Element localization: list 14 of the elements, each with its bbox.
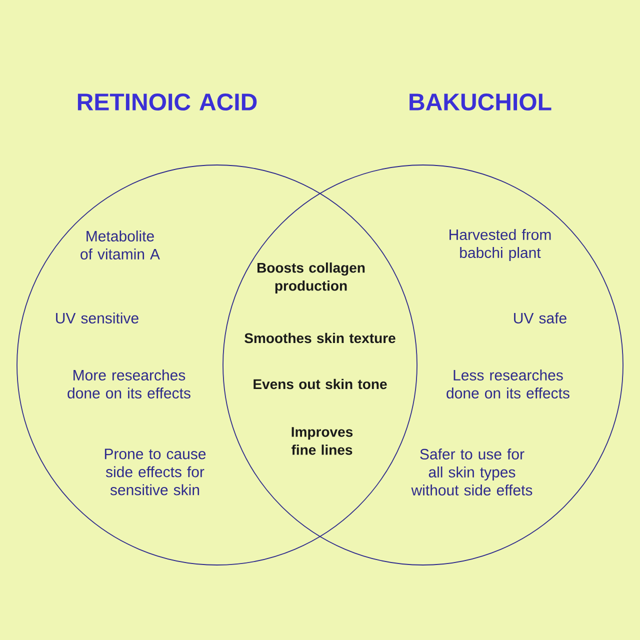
shared-trait-text: Improves fine lines bbox=[292, 427, 353, 455]
shared-trait-text: Boosts collagen production bbox=[258, 262, 365, 294]
trait-text: Harvested from babchi plant bbox=[450, 229, 551, 261]
trait-text: UV sensitive bbox=[56, 312, 138, 324]
trait-text: Safer to use for all skin types without side effets bbox=[411, 448, 532, 496]
circle-title: BAKUCHIOL bbox=[410, 94, 552, 110]
trait-text: UV safe bbox=[514, 312, 566, 324]
trait-text: Less researches done on its effects bbox=[446, 370, 570, 398]
shared-trait-text: Evens out skin tone bbox=[254, 378, 387, 390]
trait-text: Metabolite of vitamin A bbox=[80, 230, 160, 260]
shared-trait-text: Smoothes skin texture bbox=[244, 332, 396, 344]
trait-text: More researches done on its effects bbox=[68, 370, 190, 398]
trait-text: Prone to cause side effects for sensitive skin bbox=[104, 448, 206, 496]
circle-title: RETINOIC ACID bbox=[78, 94, 257, 110]
